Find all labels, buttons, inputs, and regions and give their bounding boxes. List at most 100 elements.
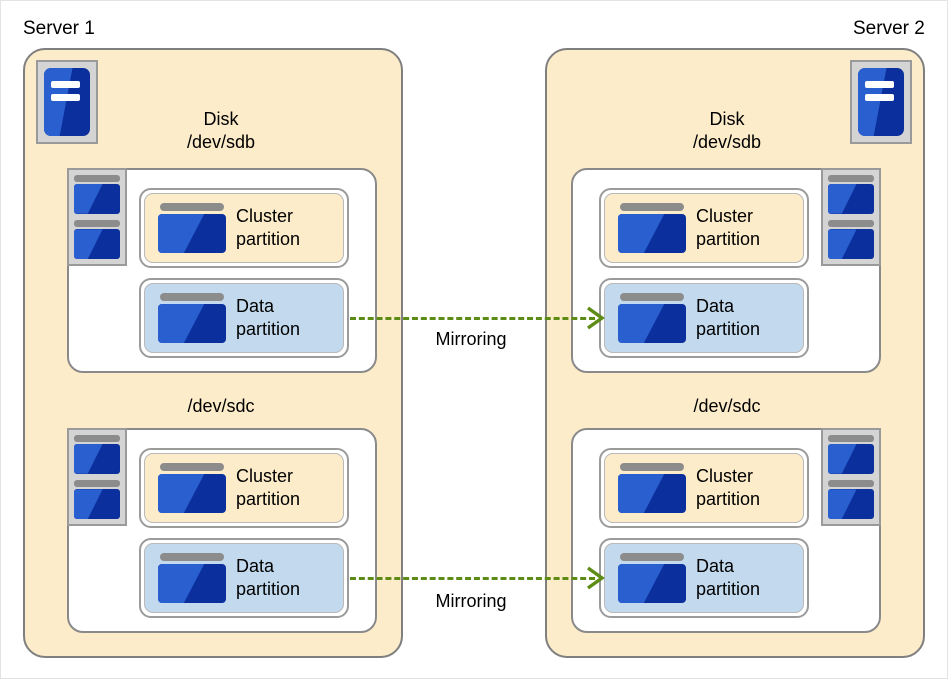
partition-label-line2: partition: [696, 229, 761, 249]
partition-label-line1: Data: [696, 556, 735, 577]
server-1-label: Server 1: [23, 18, 95, 39]
partition-icon-plate: [158, 304, 226, 343]
partition-icon-plate: [618, 304, 686, 343]
server-1-sdc-title: /dev/sdc: [111, 395, 331, 418]
partition-label-line2: partition: [696, 579, 761, 599]
partition-label-line1: Data: [696, 296, 735, 317]
partition-icon-plate: [618, 474, 686, 513]
partition-label-line1: Cluster: [696, 466, 754, 487]
partition-label-line1: Cluster: [696, 206, 754, 227]
disk-stack-unit-2: [74, 480, 120, 519]
partition-icon-plate: [618, 564, 686, 603]
disk-plate: [828, 229, 874, 259]
disk-title-line2: /dev/sdc: [187, 396, 255, 416]
partition-label: Data partition: [236, 555, 300, 600]
disk-stack-unit-1: [74, 175, 120, 214]
partition-inner: Data partition: [604, 283, 804, 353]
disk-plate: [828, 444, 874, 474]
partition-label-line2: partition: [236, 489, 301, 509]
partition-label-line2: partition: [236, 319, 301, 339]
partition-inner: Data partition: [144, 543, 344, 613]
server-icon-bar-2: [51, 93, 80, 102]
partition-label-line2: partition: [696, 319, 761, 339]
partition-icon-plate: [618, 214, 686, 253]
disk-stack-unit-1: [828, 435, 874, 474]
partition-icon-cap: [160, 293, 224, 301]
partition-label-line1: Data: [236, 296, 275, 317]
partition-icon: [618, 463, 686, 513]
partition-inner: Cluster partition: [144, 453, 344, 523]
disk-cap: [74, 175, 120, 182]
server-icon-bar-1: [865, 80, 894, 89]
partition-label: Cluster partition: [696, 465, 760, 510]
disk-title-line1: Disk: [203, 109, 239, 129]
disk-cap: [74, 480, 120, 488]
partition-label-line1: Cluster: [236, 466, 294, 487]
partition-inner: Cluster partition: [604, 453, 804, 523]
partition-label-line1: Data: [236, 556, 275, 577]
server-2-sdb-title: Disk /dev/sdb: [617, 108, 837, 153]
disk-cap: [828, 435, 874, 442]
server-1-sdb-cluster-partition[interactable]: Cluster partition: [139, 188, 349, 268]
mirroring-label-sdc: Mirroring: [435, 591, 507, 611]
partition-icon-cap: [160, 463, 224, 471]
server-2-sdc-cluster-partition[interactable]: Cluster partition: [599, 448, 809, 528]
partition-inner: Data partition: [604, 543, 804, 613]
partition-icon-cap: [160, 553, 224, 561]
partition-label: Cluster partition: [236, 465, 300, 510]
partition-icon: [158, 203, 226, 253]
partition-inner: Cluster partition: [144, 193, 344, 263]
server-2-sdb-data-partition[interactable]: Data partition: [599, 278, 809, 358]
disk-cap: [74, 435, 120, 442]
partition-label: Data partition: [236, 295, 300, 340]
server-2-sdc-title: /dev/sdc: [617, 395, 837, 418]
partition-icon: [158, 293, 226, 343]
disk-cap: [828, 220, 874, 228]
disk-plate: [74, 489, 120, 519]
partition-icon-plate: [158, 564, 226, 603]
server-icon-bar-1: [51, 80, 80, 89]
disk-stack-unit-2: [828, 480, 874, 519]
mirroring-label-sdb: Mirroring: [435, 329, 507, 349]
disk-plate: [828, 489, 874, 519]
partition-label: Cluster partition: [696, 205, 760, 250]
server-1-sdc-data-partition[interactable]: Data partition: [139, 538, 349, 618]
disk-cap: [828, 175, 874, 182]
partition-icon: [618, 553, 686, 603]
server-1-sdb-title: Disk /dev/sdb: [111, 108, 331, 153]
disk-cap: [828, 480, 874, 488]
server-1-sdb-data-partition[interactable]: Data partition: [139, 278, 349, 358]
partition-inner: Cluster partition: [604, 193, 804, 263]
partition-icon: [618, 203, 686, 253]
disk-cap: [74, 220, 120, 228]
partition-icon-cap: [620, 463, 684, 471]
partition-label: Cluster partition: [236, 205, 300, 250]
server-icon: [850, 60, 912, 144]
server-2-sdb-cluster-partition[interactable]: Cluster partition: [599, 188, 809, 268]
partition-icon: [158, 553, 226, 603]
server-2-container: Disk /dev/sdb Cluster part: [545, 48, 925, 658]
disk-stack-unit-2: [828, 220, 874, 259]
server-icon: [36, 60, 98, 144]
partition-icon-cap: [620, 203, 684, 211]
partition-label-line1: Cluster: [236, 206, 294, 227]
partition-label-line2: partition: [696, 489, 761, 509]
server-1-container: Disk /dev/sdb Cluster: [23, 48, 403, 658]
partition-icon: [158, 463, 226, 513]
disk-title-line1: Disk: [709, 109, 745, 129]
partition-icon: [618, 293, 686, 343]
partition-label: Data partition: [696, 555, 760, 600]
partition-label: Data partition: [696, 295, 760, 340]
disk-stack-icon: [821, 168, 881, 266]
server-1-sdc-cluster-partition[interactable]: Cluster partition: [139, 448, 349, 528]
partition-icon-cap: [620, 293, 684, 301]
disk-plate: [74, 444, 120, 474]
mirroring-connector-sdb-line: [350, 317, 595, 320]
disk-stack-icon: [821, 428, 881, 526]
disk-stack-unit-1: [828, 175, 874, 214]
partition-icon-cap: [160, 203, 224, 211]
disk-stack-unit-1: [74, 435, 120, 474]
server-2-sdc-data-partition[interactable]: Data partition: [599, 538, 809, 618]
partition-inner: Data partition: [144, 283, 344, 353]
